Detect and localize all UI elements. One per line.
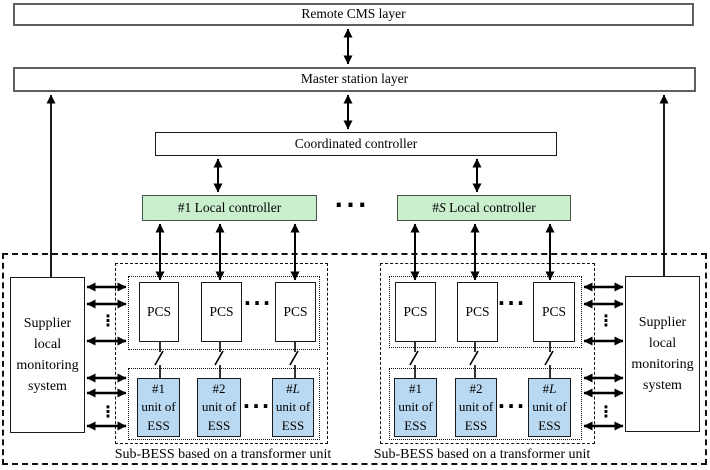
ess-unit-line: unit of bbox=[532, 399, 567, 415]
ess-unit-line: ESS bbox=[538, 417, 561, 433]
ess-unit-number: #L bbox=[542, 380, 557, 396]
ess-unit-2-box: #2 unit of ESS bbox=[455, 378, 497, 437]
supplier-line: monitoring bbox=[16, 358, 79, 373]
ess-unit-l-box: #L unit of ESS bbox=[528, 378, 571, 437]
station-boundary-dashed-box bbox=[2, 253, 707, 465]
sub-bess-caption-right: Sub-BESS based on a transformer unit bbox=[373, 447, 591, 462]
supplier-line: local bbox=[648, 336, 677, 351]
ess-unit-line: unit of bbox=[458, 399, 494, 415]
ess-unit-line: ESS bbox=[281, 417, 305, 433]
pcs-label: PCS bbox=[146, 303, 172, 319]
layer-link-arrows bbox=[213, 28, 482, 193]
ess-group-left-dotted-box bbox=[128, 368, 320, 440]
ess-unit-number: #1 bbox=[409, 380, 422, 396]
ess-unit-line: ESS bbox=[207, 417, 231, 433]
supplier-monitoring-left-box: Supplier local monitoring system bbox=[10, 277, 85, 433]
local-controller-s-box: #S Local controller bbox=[397, 195, 571, 221]
supplier-line: Supplier bbox=[23, 316, 72, 331]
local-controller-1-label: #1 Local controller bbox=[177, 199, 282, 215]
supplier-line: monitoring bbox=[631, 357, 694, 372]
master-station-layer-label: Master station layer bbox=[300, 71, 409, 87]
ess-unit-line: unit of bbox=[201, 399, 237, 415]
supplier-monitoring-right-box: Supplier local monitoring system bbox=[625, 276, 700, 432]
ess-unit-line: ESS bbox=[404, 417, 427, 433]
ess-unit-number: #L bbox=[286, 380, 300, 396]
ess-unit-line: ESS bbox=[147, 417, 170, 433]
ess-unit-1-box: #1 unit of ESS bbox=[137, 378, 180, 437]
master-station-layer-box: Master station layer bbox=[13, 67, 696, 92]
local-controller-s-label: #S Local controller bbox=[432, 199, 536, 215]
supplier-line: local bbox=[33, 337, 62, 352]
sub-bess-right-dashed-box bbox=[380, 263, 595, 444]
ess-unit-2-box: #2 unit of ESS bbox=[197, 378, 241, 437]
local-controller-1-box: #1 Local controller bbox=[142, 195, 317, 221]
ess-unit-l-box: #L unit of ESS bbox=[272, 378, 314, 437]
ess-unit-line: ESS bbox=[464, 417, 488, 433]
pcs-label: PCS bbox=[283, 303, 308, 319]
ess-unit-1-box: #1 unit of ESS bbox=[394, 378, 437, 437]
pcs-group-right-dotted-box bbox=[389, 276, 582, 348]
ess-unit-number: #1 bbox=[152, 380, 165, 396]
supplier-line: system bbox=[28, 379, 67, 394]
remote-cms-layer-box: Remote CMS layer bbox=[13, 3, 694, 26]
pcs-box: PCS bbox=[139, 282, 179, 342]
ellipsis-ess-left: ··· bbox=[242, 394, 272, 418]
pcs-label: PCS bbox=[403, 303, 428, 319]
ellipsis-ess-right: ··· bbox=[497, 394, 527, 418]
ellipsis-local-controllers: ··· bbox=[334, 193, 370, 219]
ess-unit-line: unit of bbox=[275, 399, 311, 415]
ellipsis-pcs-left: ··· bbox=[243, 291, 273, 315]
coordinated-controller-label: Coordinated controller bbox=[294, 135, 418, 151]
ess-unit-number: #2 bbox=[212, 380, 226, 396]
pcs-box: PCS bbox=[457, 282, 498, 342]
ess-group-right-dotted-box bbox=[389, 368, 582, 440]
sub-bess-caption-left: Sub-BESS based on a transformer unit bbox=[114, 447, 332, 462]
supplier-line: system bbox=[643, 378, 682, 393]
pcs-label: PCS bbox=[465, 303, 490, 319]
pcs-box: PCS bbox=[201, 282, 242, 342]
ess-unit-line: unit of bbox=[141, 399, 176, 415]
master-to-supplier-arrows bbox=[46, 94, 669, 277]
vertical-ellipsis: ⋮ bbox=[100, 402, 116, 421]
vertical-ellipsis: ⋮ bbox=[598, 311, 614, 330]
ess-unit-number: #2 bbox=[469, 380, 483, 396]
pcs-box: PCS bbox=[533, 282, 575, 342]
vertical-ellipsis: ⋮ bbox=[100, 311, 116, 330]
ellipsis-pcs-right: ··· bbox=[497, 291, 527, 315]
supplier-line: Supplier bbox=[638, 315, 687, 330]
ess-unit-line: unit of bbox=[398, 399, 433, 415]
coordinated-controller-box: Coordinated controller bbox=[155, 132, 557, 156]
pcs-label: PCS bbox=[209, 303, 234, 319]
pcs-label: PCS bbox=[541, 303, 567, 319]
remote-cms-layer-label: Remote CMS layer bbox=[301, 6, 406, 22]
vertical-ellipsis: ⋮ bbox=[598, 402, 614, 421]
pcs-box: PCS bbox=[395, 282, 436, 342]
pcs-box: PCS bbox=[275, 282, 316, 342]
